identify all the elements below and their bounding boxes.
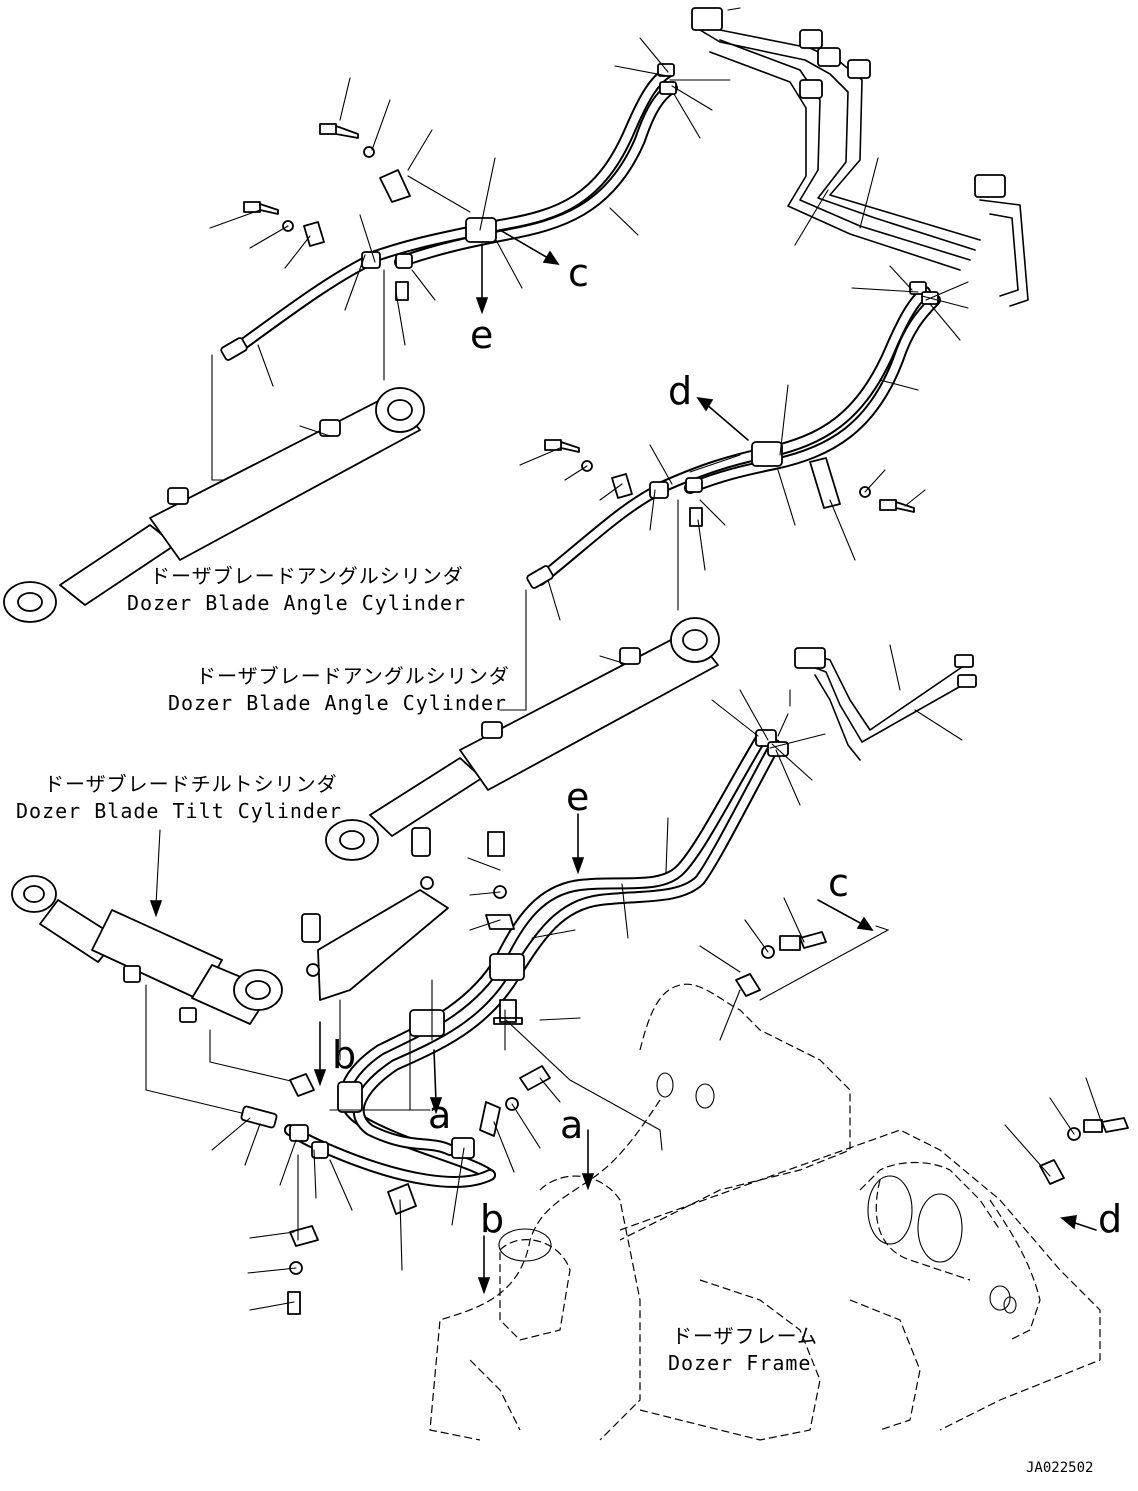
upper-right-pipes [691, 7, 1029, 307]
angle-cylinder-top [3, 387, 425, 623]
tilt-cylinder-en: Dozer Blade Tilt Cylinder [16, 799, 342, 823]
view-ref-c-mid: c [828, 861, 849, 905]
angle-cylinder-2-jp: ドーザブレードアングルシリンダ [196, 664, 510, 688]
angle-cylinder-middle [325, 617, 720, 861]
tilt-cylinder [11, 829, 296, 1116]
angle-cylinder-1-jp: ドーザブレードアングルシリンダ [150, 564, 464, 588]
view-ref-e-top: e [470, 313, 493, 357]
view-ref-c-top: c [568, 251, 589, 295]
angle-cylinder-1-en: Dozer Blade Angle Cylinder [127, 591, 466, 615]
view-ref-a-left: a [428, 1093, 451, 1137]
view-ref-b-left: b [332, 1033, 356, 1077]
view-ref-e-mid: e [566, 775, 589, 819]
middle-hose-assembly: d [499, 265, 969, 711]
angle-cylinder-2-en: Dozer Blade Angle Cylinder [168, 691, 507, 715]
lower-hose-assembly: a b e c a b d [211, 689, 1129, 1315]
middle-right-pipes [777, 644, 977, 761]
dozer-frame [429, 983, 1101, 1441]
drawing-code: JA022502 [1026, 1460, 1093, 1476]
dozer-frame-en: Dozer Frame [668, 1351, 811, 1375]
dozer-frame-jp: ドーザフレーム [672, 1324, 818, 1348]
tilt-cylinder-jp: ドーザブレードチルトシリンダ [44, 772, 338, 796]
upper-hose-assembly: c e [209, 37, 731, 481]
view-ref-a-right: a [560, 1103, 583, 1147]
view-ref-d-low: d [1098, 1197, 1122, 1241]
view-ref-d-mid: d [668, 369, 692, 413]
view-ref-b-low: b [480, 1197, 504, 1241]
